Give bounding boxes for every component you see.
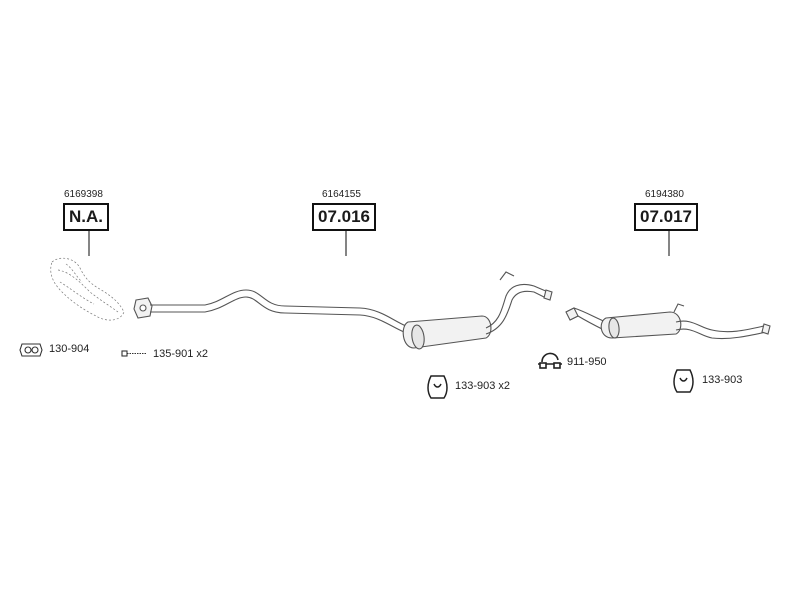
part-label-mount[interactable]: 133-903: [702, 374, 743, 386]
part-label-mount-pair[interactable]: 133-903 x2: [455, 380, 511, 392]
pipe-clamp-icon: [538, 352, 562, 369]
centre-pipe-assembly: [133, 271, 553, 350]
oem-number-front: 6169398: [64, 189, 103, 200]
rubber-mount-icon-1: [427, 375, 448, 399]
rubber-mount-icon-2: [673, 369, 694, 393]
gasket-icon: [19, 343, 43, 357]
rear-silencer-assembly: [565, 303, 771, 340]
oem-number-centre: 6164155: [322, 189, 361, 200]
ref-box-front[interactable]: N.A.: [63, 203, 109, 231]
ref-box-centre[interactable]: 07.016: [312, 203, 376, 231]
oem-number-rear: 6194380: [645, 189, 684, 200]
part-label-bolt[interactable]: 135-901 x2: [153, 348, 209, 360]
part-label-gasket[interactable]: 130-904: [49, 343, 90, 355]
part-label-clamp[interactable]: 911-950: [567, 356, 607, 368]
bolt-icon: [121, 350, 146, 357]
ref-box-rear[interactable]: 07.017: [634, 203, 698, 231]
catalytic-converter-sketch: [50, 257, 125, 321]
